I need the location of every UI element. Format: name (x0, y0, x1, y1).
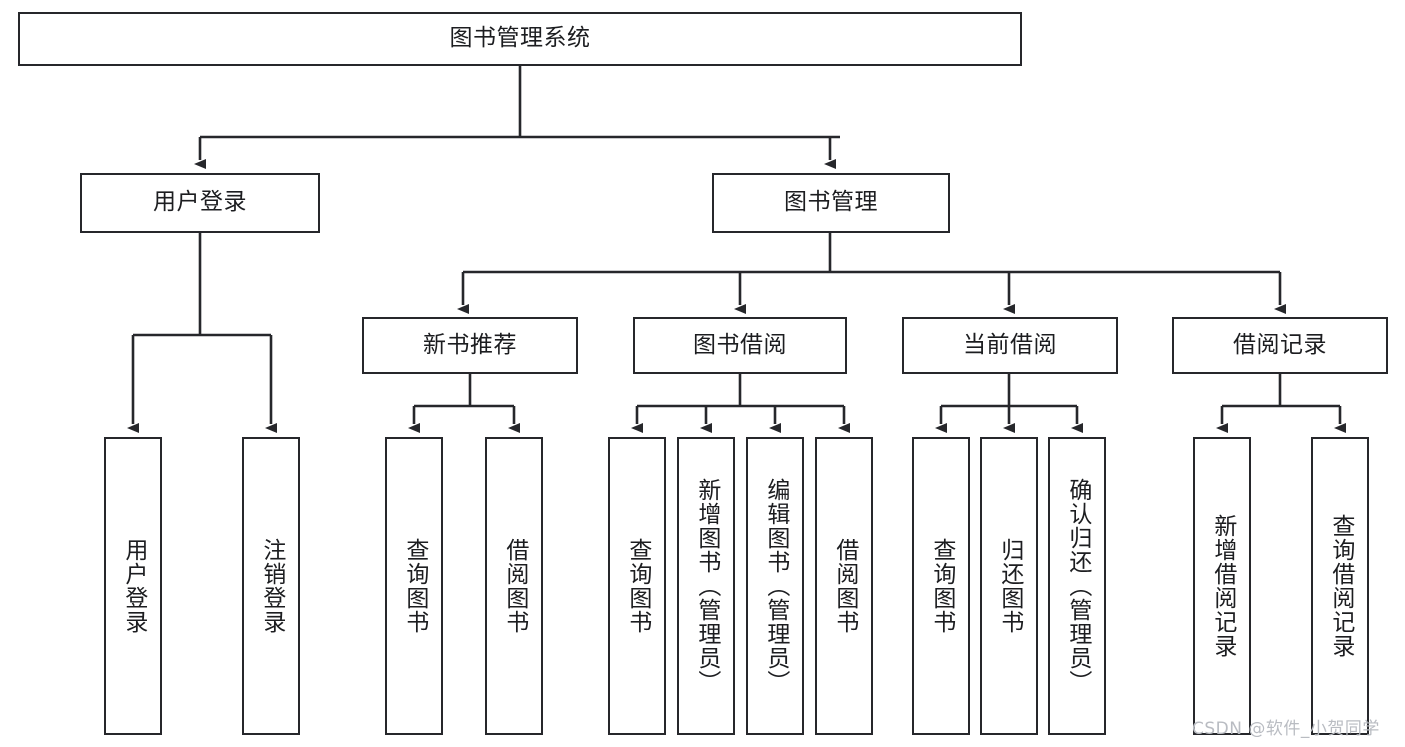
node-label: 借阅图书 (501, 538, 528, 634)
node-label: 用户登录 (120, 538, 147, 634)
node-label: 图书管理 (784, 189, 878, 216)
node-current-borrow[interactable]: 当前借阅 (902, 317, 1118, 374)
node-book-management[interactable]: 图书管理 (712, 173, 950, 233)
node-root-book-management-system[interactable]: 图书管理系统 (18, 12, 1022, 66)
node-label: 用户登录 (153, 189, 247, 216)
csdn-watermark: CSDN @软件_小贺同学 (1192, 719, 1380, 739)
node-label: 借阅图书 (831, 538, 858, 634)
leaf-current-borrow-query[interactable]: 查询图书 (912, 437, 970, 735)
node-label: 当前借阅 (963, 331, 1057, 358)
node-label: 新增图书（管理员） (693, 478, 720, 694)
leaf-user-login-logout[interactable]: 注销登录 (242, 437, 300, 735)
node-label: 查询图书 (401, 538, 428, 634)
node-label: 借阅记录 (1233, 331, 1327, 358)
leaf-borrow-record-query[interactable]: 查询借阅记录 (1311, 437, 1369, 735)
leaf-new-book-query[interactable]: 查询图书 (385, 437, 443, 735)
leaf-borrow-record-add[interactable]: 新增借阅记录 (1193, 437, 1251, 735)
node-label: 编辑图书（管理员） (762, 478, 789, 694)
leaf-user-login-signin[interactable]: 用户登录 (104, 437, 162, 735)
node-label: 新书推荐 (423, 331, 517, 358)
leaf-current-borrow-confirm-return[interactable]: 确认归还（管理员） (1048, 437, 1106, 735)
leaf-current-borrow-return[interactable]: 归还图书 (980, 437, 1038, 735)
leaf-book-borrow-add[interactable]: 新增图书（管理员） (677, 437, 735, 735)
node-label: 确认归还（管理员） (1064, 478, 1091, 694)
node-label: 注销登录 (258, 538, 285, 634)
node-label: 查询图书 (928, 538, 955, 634)
leaf-book-borrow-lend[interactable]: 借阅图书 (815, 437, 873, 735)
node-label: 新增借阅记录 (1209, 514, 1236, 658)
node-user-login[interactable]: 用户登录 (80, 173, 320, 233)
node-borrow-record[interactable]: 借阅记录 (1172, 317, 1388, 374)
node-label: 归还图书 (996, 538, 1023, 634)
node-new-book-recommendation[interactable]: 新书推荐 (362, 317, 578, 374)
node-label: 图书借阅 (693, 331, 787, 358)
node-label: 图书管理系统 (449, 25, 591, 52)
leaf-new-book-borrow[interactable]: 借阅图书 (485, 437, 543, 735)
node-label: 查询借阅记录 (1327, 514, 1354, 658)
node-label: 查询图书 (624, 538, 651, 634)
leaf-book-borrow-edit[interactable]: 编辑图书（管理员） (746, 437, 804, 735)
node-book-borrow[interactable]: 图书借阅 (633, 317, 847, 374)
leaf-book-borrow-query[interactable]: 查询图书 (608, 437, 666, 735)
